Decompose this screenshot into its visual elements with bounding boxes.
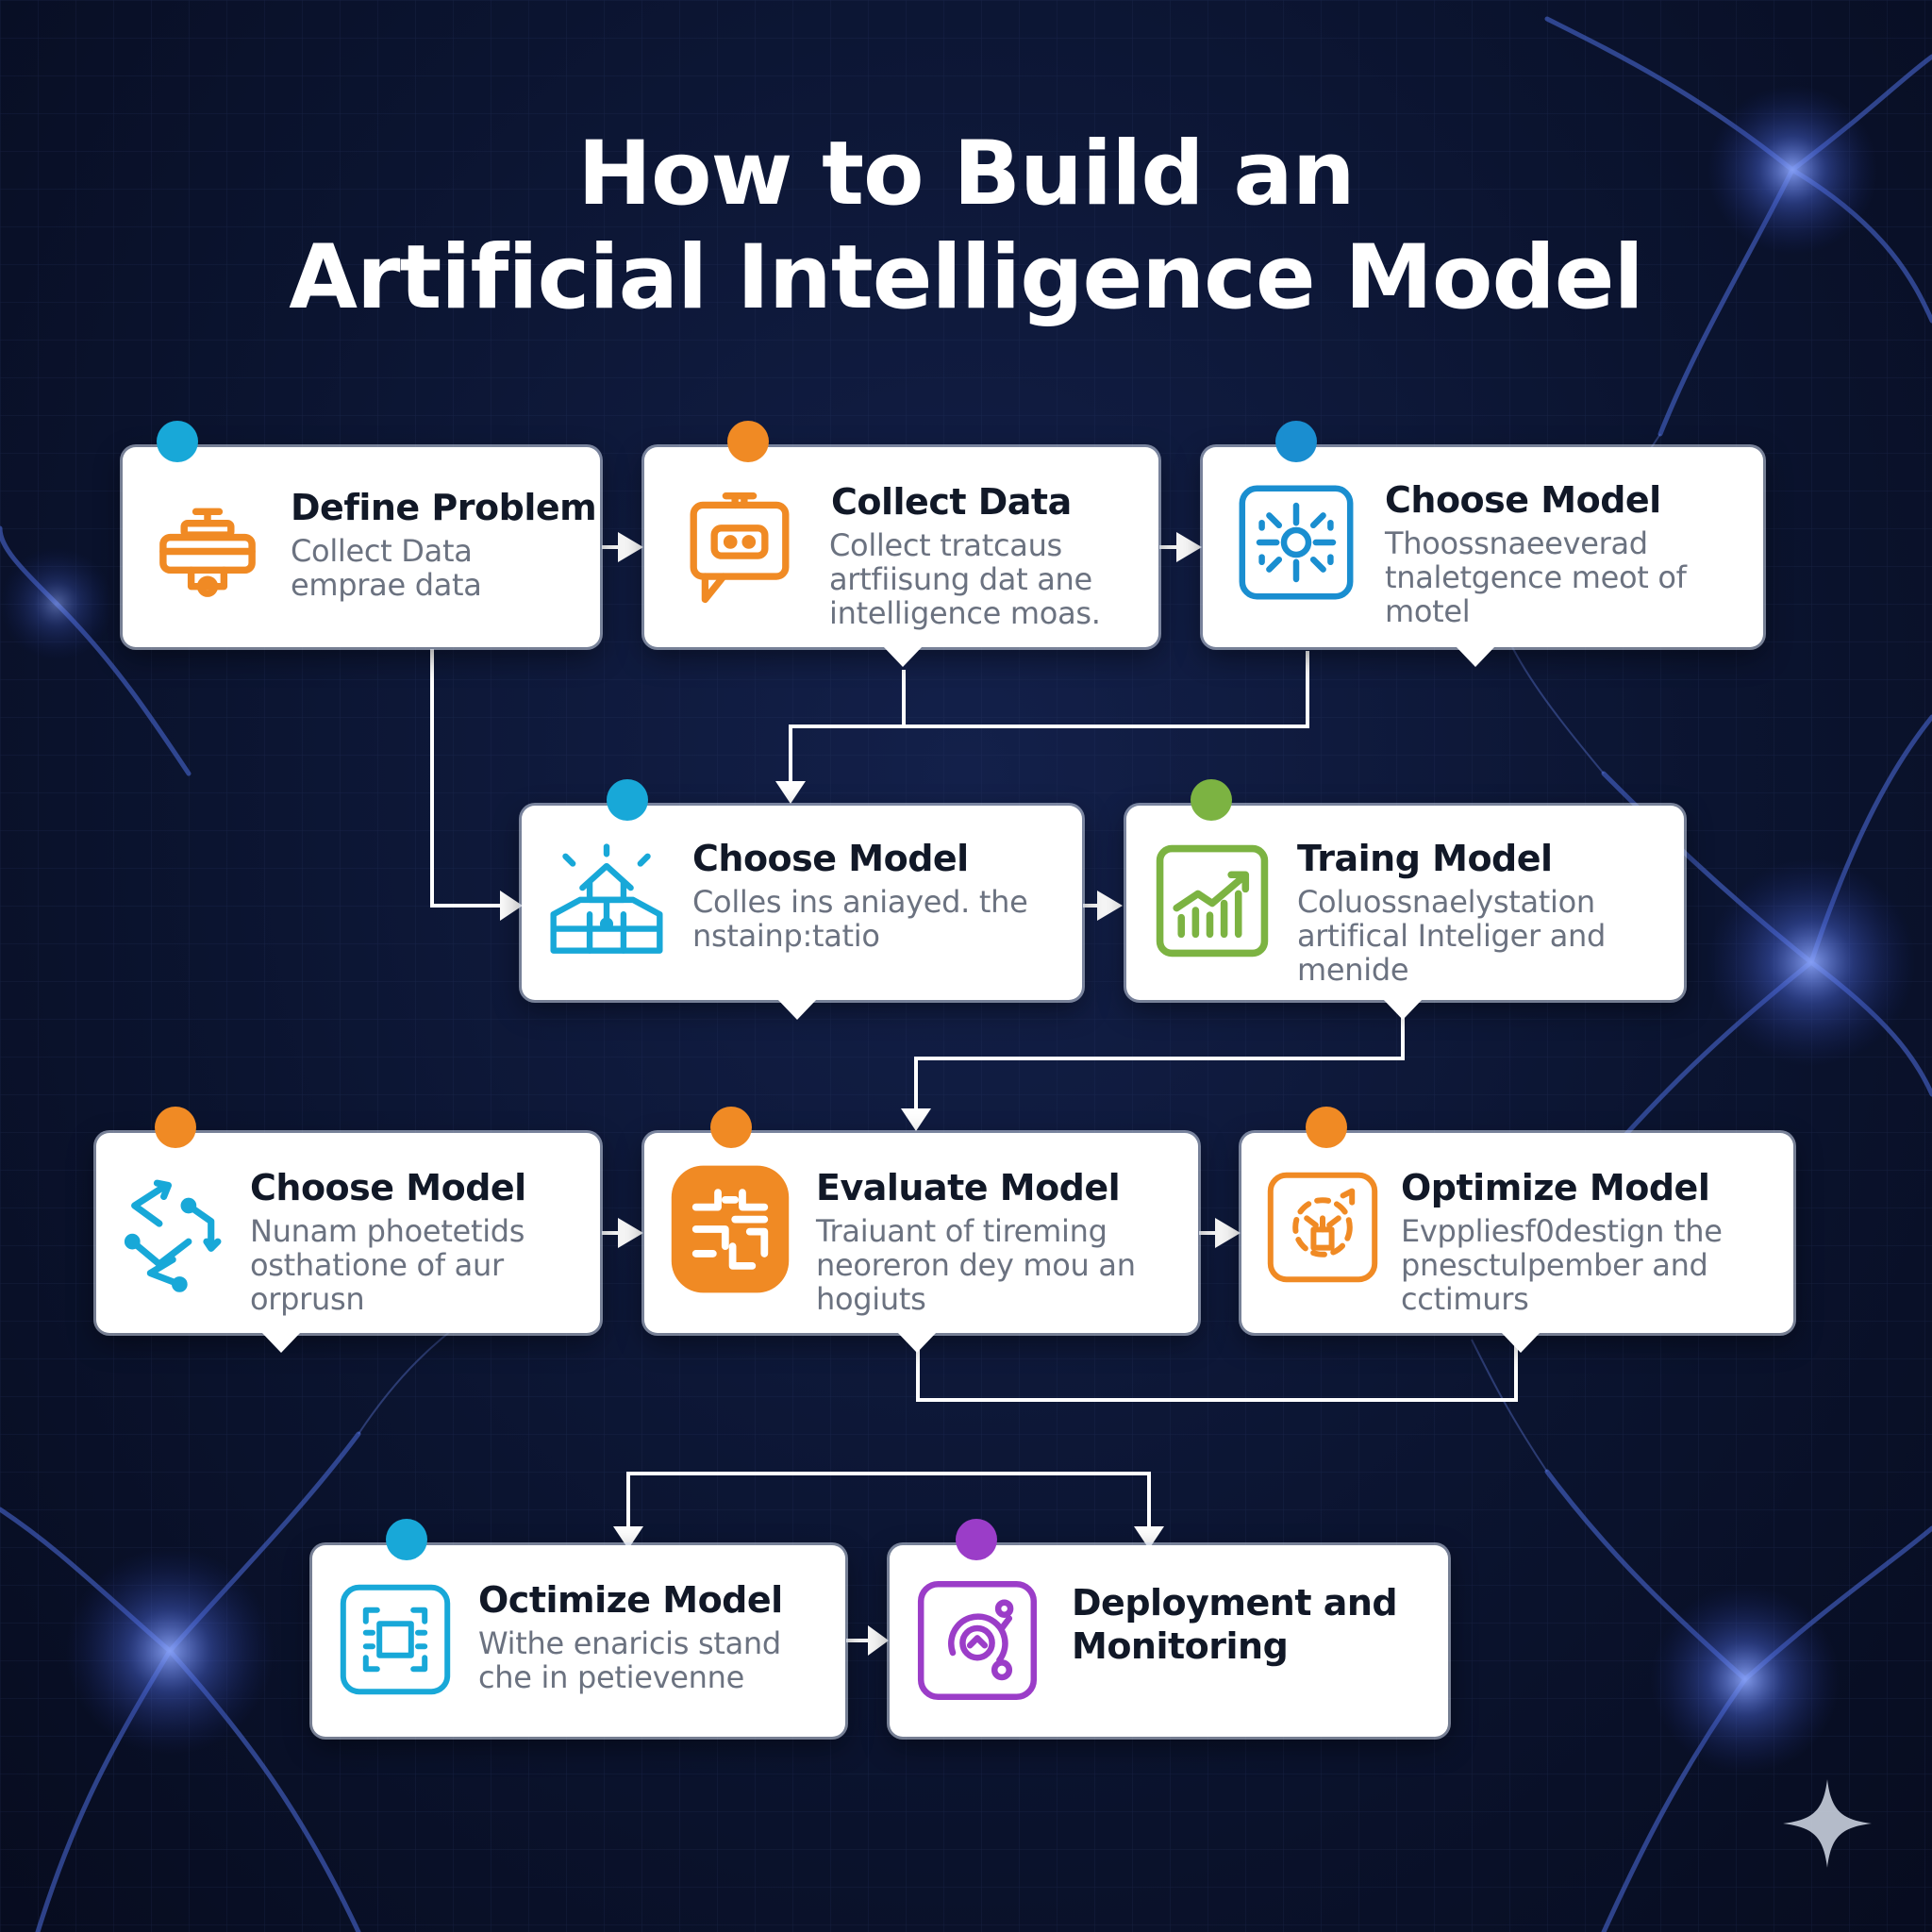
- card-tail: [1501, 1332, 1541, 1353]
- chat-robot-icon: [682, 489, 797, 611]
- step-card-octimize-model: Octimize Model Withe enaricis stand che …: [312, 1519, 845, 1737]
- card-tail: [261, 1332, 301, 1353]
- step-description: Evppliesf0destign the pnesctulpember and…: [1401, 1213, 1723, 1317]
- step-dot: [1275, 421, 1317, 462]
- focus-chip-icon: [339, 1583, 452, 1696]
- monitoring-gauge-icon: [916, 1579, 1039, 1702]
- step-title: Octimize Model: [478, 1579, 783, 1621]
- step-title: Choose Model: [250, 1167, 526, 1208]
- step-description: Colles ins aniayed. the nstainp:tatio: [692, 884, 1028, 954]
- step-dot: [607, 779, 648, 821]
- step-description: Withe enaricis stand che in petievenne: [478, 1625, 781, 1695]
- step-dot: [155, 1107, 196, 1148]
- house-database-icon: [546, 843, 667, 966]
- card-tail: [883, 646, 923, 667]
- step-title: Deployment and Monitoring: [1072, 1582, 1398, 1667]
- step-description: Thoossnaeeverad tnaletgence meot of mote…: [1385, 525, 1687, 629]
- step-dot: [956, 1519, 997, 1560]
- optimize-gear-icon: [1266, 1171, 1379, 1284]
- step-dot: [727, 421, 769, 462]
- title-line-1: How to Build an: [577, 123, 1355, 225]
- step-description: Traiuant of tireming neoreron dey mou an…: [816, 1213, 1136, 1317]
- card-tail: [1456, 646, 1495, 667]
- step-title: Evaluate Model: [816, 1167, 1121, 1208]
- step-description: Coluossnaelystation artifical Inteliger …: [1297, 884, 1606, 988]
- step-dot: [1191, 779, 1232, 821]
- step-description: Collect tratcaus artfiisung dat ane inte…: [829, 527, 1101, 631]
- step-card-choose-model-3: Choose Model Nunam phoetetids osthatione…: [96, 1107, 600, 1353]
- step-card-optimize-model: Optimize Model Evppliesf0destign the pne…: [1241, 1107, 1793, 1353]
- step-dot: [1306, 1107, 1347, 1148]
- step-card-deployment-monitoring: Deployment and Monitoring: [890, 1519, 1448, 1737]
- step-card-define-problem: Define Problem Collect Data emprae data: [123, 421, 600, 647]
- circuit-arrows-icon: [121, 1176, 223, 1293]
- step-dot: [386, 1519, 427, 1560]
- growth-chart-icon: [1153, 841, 1272, 960]
- step-title: Collect Data: [831, 481, 1072, 523]
- title-line-2: Artificial Intelligence Model: [289, 226, 1643, 329]
- ai-chip-icon: [1235, 481, 1357, 604]
- card-tail: [777, 999, 817, 1020]
- step-card-training-model: Traing Model Coluossnaelystation artific…: [1126, 779, 1684, 1020]
- step-dot: [157, 421, 198, 462]
- sparkle-icon: [1783, 1779, 1872, 1868]
- card-tail: [897, 1332, 937, 1353]
- step-card-collect-data: Collect Data Collect tratcaus artfiisung…: [644, 421, 1158, 667]
- step-description: Nunam phoetetids osthatione of aur orpru…: [250, 1213, 525, 1317]
- machine-icon: [149, 491, 266, 608]
- step-title: Choose Model: [1385, 479, 1661, 521]
- step-dot: [710, 1107, 752, 1148]
- card-tail: [1383, 999, 1423, 1020]
- page-title: How to Build an Artificial Intelligence …: [0, 123, 1932, 330]
- step-title: Define Problem: [291, 487, 597, 528]
- step-description: Collect Data emprae data: [291, 533, 482, 603]
- brain-circuit-icon: [669, 1163, 791, 1295]
- step-title: Optimize Model: [1401, 1167, 1710, 1208]
- step-card-choose-model-1: Choose Model Thoossnaeeverad tnaletgence…: [1203, 421, 1763, 667]
- step-card-evaluate-model: Evaluate Model Traiuant of tireming neor…: [644, 1107, 1198, 1353]
- step-title: Traing Model: [1297, 838, 1553, 879]
- step-card-choose-model-2: Choose Model Colles ins aniayed. the nst…: [522, 779, 1082, 1020]
- step-title: Choose Model: [692, 838, 969, 879]
